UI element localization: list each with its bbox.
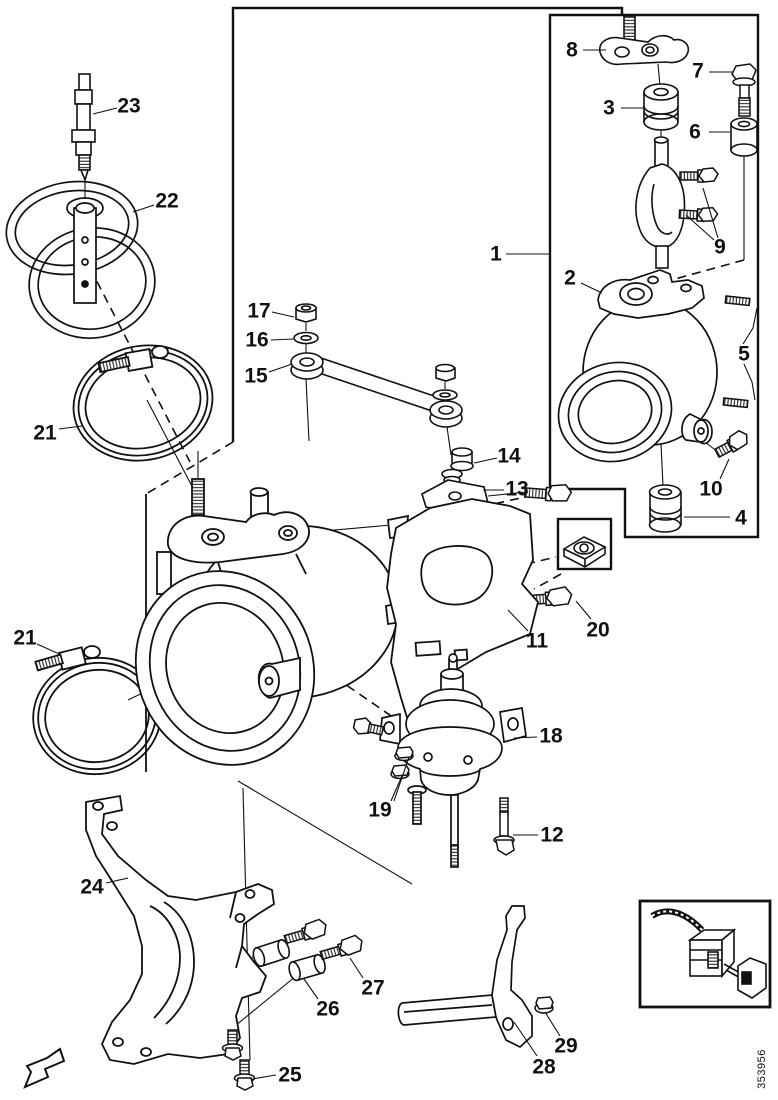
part-10-bolt [713,429,748,459]
leader-line-21 [36,643,58,654]
part-label-13: 13 [505,478,528,501]
leader-line-14 [473,457,498,464]
part-label-14: 14 [497,445,521,468]
part-label-26: 26 [316,998,339,1021]
leader-line-26 [303,978,319,1000]
leader-line-29 [544,1011,561,1037]
part-label-6: 6 [689,121,701,144]
leader-line-5 [742,307,758,345]
harness-pigtail [650,908,767,999]
part-label-18: 18 [539,725,563,748]
direction-arrow [23,1047,66,1089]
leader-line-27 [349,957,364,979]
part-16-washer [293,331,319,345]
part-3-bushing [643,83,679,131]
part-27-bolts [283,918,363,961]
part-17-nut [295,303,317,323]
part-label-12: 12 [540,824,563,847]
leader-line-22 [132,204,155,213]
bolt-left-of-actuator [352,717,385,736]
leader-line-11 [507,609,529,632]
leader-line-9 [702,187,719,239]
leader-line-28 [513,1021,538,1057]
part-18-actuator [379,653,527,868]
leader-line-19 [390,775,403,802]
part-label-10: 10 [699,478,722,501]
part-label-20: 20 [586,619,609,642]
leader-line-19 [393,756,410,802]
part-label-24: 24 [80,876,104,899]
figure-number: 353956 [756,1049,768,1089]
outer-box [231,6,624,442]
part-label-27: 27 [361,977,384,1000]
part-label-2: 2 [564,267,576,290]
leader-line-15 [268,363,293,373]
part-14-nut [450,447,474,472]
part-29-nut [534,996,554,1014]
part-label-23: 23 [117,95,140,118]
part-label-5: 5 [738,343,750,366]
leader-line-2 [580,282,603,294]
part-label-19: 19 [368,799,391,822]
main-valve-body [134,478,399,766]
part-7-bolt [731,63,757,117]
bolt-near-13 [524,484,573,502]
part-23-sensor [71,73,96,183]
part-label-3: 3 [603,97,615,120]
part-label-1: 1 [490,243,502,266]
part-label-11: 11 [526,630,549,653]
part-15-link-rod [290,352,463,428]
leader-line-16 [270,338,294,341]
callout-layer: 1234567891011121314151617181920212122232… [13,39,758,1087]
part-4-bushing [648,484,682,533]
leader-line-23 [92,107,118,115]
leader-line-10 [719,458,730,480]
part-25-bolts [221,1029,256,1091]
nut-inset-box [556,517,613,571]
part-label-25: 25 [278,1064,302,1087]
part-label-9: 9 [714,236,726,259]
valve-stem-lever [635,136,686,269]
part-28-arm [397,905,533,1049]
part-label-29: 29 [554,1035,577,1058]
part-label-8: 8 [566,39,578,62]
part-24-bracket [85,794,275,1065]
part-label-22: 22 [155,190,178,213]
part-9-bolts [678,167,719,223]
part-5-studs [722,295,751,409]
leader-line-21 [58,425,83,430]
leader-line-17 [271,311,295,318]
part-6-spacer [730,117,758,157]
part-21-clamp-upper [72,344,214,462]
part-label-15: 15 [244,365,268,388]
part-label-17: 17 [247,300,270,323]
leader-line-25 [251,1074,277,1080]
part-label-7: 7 [692,60,704,83]
square-nut-inset [562,536,607,568]
part-12-bolt [493,797,515,856]
harness-box [638,899,772,1009]
part-label-16: 16 [245,329,268,352]
leader-line-24 [105,877,129,884]
part-2-valve-body [557,269,718,463]
part-label-21: 21 [33,422,57,445]
part-22-seal-rings [5,180,156,340]
part-8-lever-bracket [598,15,690,66]
part-label-28: 28 [532,1056,556,1079]
part-label-4: 4 [735,507,747,530]
part-26-spacers [252,938,326,982]
leader-line-20 [575,600,592,620]
part-label-21: 21 [13,627,37,650]
part-11-bracket [385,498,539,728]
leader-line-9 [685,214,715,241]
leader-line-18 [513,736,538,739]
leader-line-5 [743,363,756,401]
